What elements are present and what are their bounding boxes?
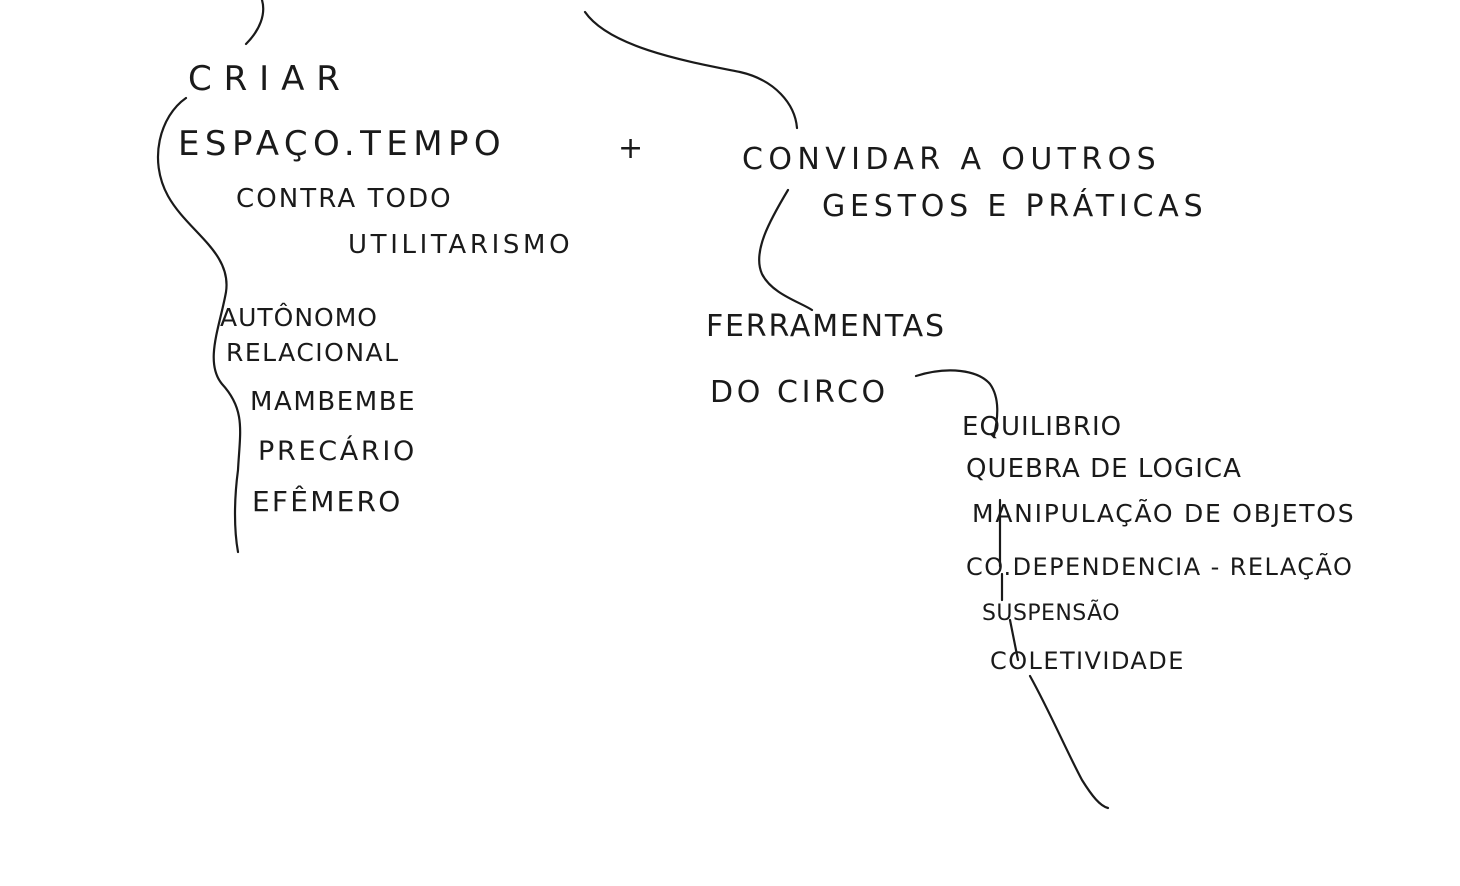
quality-item: RELACIONAL [226, 338, 400, 367]
stroke-circo-tools [914, 369, 999, 438]
quality-item: MAMBEMBE [250, 387, 417, 417]
quality-item: EFÊMERO [252, 485, 403, 518]
note-espaco-tempo: ESPAÇO.TEMPO [178, 124, 507, 164]
note-plus-sign: + [618, 131, 648, 166]
tool-item: SUSPENSÃO [982, 601, 1120, 626]
tool-item: QUEBRA DE LOGICA [966, 454, 1242, 484]
tool-item: CO.DEPENDENCIA - RELAÇÃO [966, 553, 1354, 581]
note-convidar: CONVIDAR A OUTROS [742, 142, 1162, 177]
stroke-top-arc [583, 10, 799, 130]
stroke-left-bracket [156, 96, 242, 554]
tool-item: MANIPULAÇÃO DE OBJETOS [972, 499, 1356, 528]
note-gestos: GESTOS E PRÁTICAS [822, 189, 1208, 224]
quality-item: PRECÁRIO [258, 436, 417, 467]
note-do-circo: DO CIRCO [710, 375, 889, 410]
stroke-gestos-ferramentas [758, 188, 814, 312]
stroke-tools-spine [998, 498, 1020, 662]
note-contra-todo: CONTRA TODO [236, 184, 453, 214]
note-utilitarismo: UTILITARISMO [348, 230, 574, 260]
tool-item: EQUILIBRIO [962, 412, 1123, 442]
stroke-top-left [244, 0, 265, 46]
note-criar: CRIAR [188, 59, 352, 99]
stroke-bottom-tail [1028, 674, 1110, 810]
tool-item: COLETIVIDADE [990, 647, 1185, 675]
quality-item: AUTÔNOMO [220, 303, 378, 332]
note-ferramentas: FERRAMENTAS [706, 309, 946, 344]
